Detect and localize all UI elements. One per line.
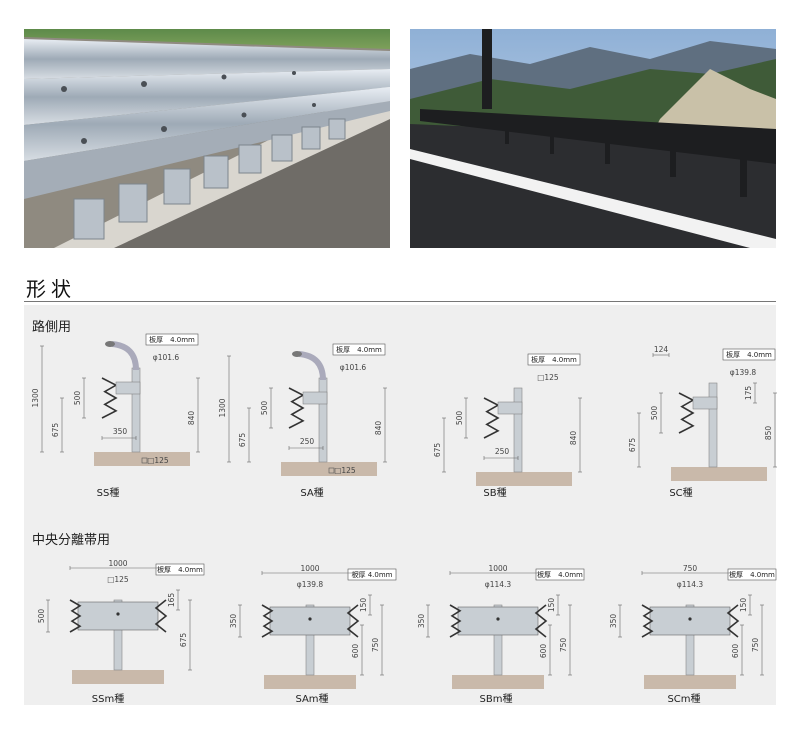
- height-top: 165: [167, 593, 176, 608]
- height-post: 850: [764, 426, 773, 441]
- thickness-tag: 板厚 4.0mm: [352, 570, 393, 579]
- specs-panel: [24, 305, 776, 705]
- diagram-ss: 板厚 4.0mm φ101.6 1300 500 675 840 350 □125: [28, 330, 208, 470]
- post: [305, 604, 315, 676]
- diagram-sc: 板厚 4.0mm φ139.8 500 675 850 175 124: [605, 345, 785, 485]
- group-label-roadside: 路側用: [32, 320, 72, 335]
- photo-guardrail-closeup: [24, 29, 390, 248]
- post-size: φ139.8: [297, 580, 324, 589]
- ground: [476, 472, 572, 486]
- height-post: 750: [371, 638, 380, 653]
- post-size: φ101.6: [153, 353, 180, 362]
- section-title: 形状: [26, 277, 76, 301]
- thickness-tag: 板厚 4.0mm: [531, 355, 577, 364]
- post-size: □125: [107, 575, 129, 584]
- ground: [264, 675, 356, 689]
- post-size: φ139.8: [730, 368, 757, 377]
- diagram-sa: 板厚 4.0mm φ101.6 1300 500 675 840 250 □125: [215, 340, 395, 480]
- diagram-ssm: 板厚 4.0mm 1000 □125 500 165 675: [28, 559, 208, 700]
- height-rail: 500: [455, 411, 464, 426]
- height-rail: 500: [37, 609, 46, 624]
- ground: [72, 670, 164, 684]
- thickness-tag: 板厚 4.0mm: [729, 570, 775, 579]
- post: [708, 382, 718, 468]
- post: [513, 387, 523, 473]
- height-top: 150: [547, 598, 556, 613]
- offset-width: 250: [495, 447, 510, 456]
- diagram-sbm: 板厚 4.0mm 1000 φ114.3 350 150 600 750: [408, 564, 588, 705]
- ground: [644, 675, 736, 689]
- height-mid: 675: [238, 433, 247, 448]
- height-rail: 350: [417, 614, 426, 629]
- height-post: 750: [751, 638, 760, 653]
- height-total: 1300: [218, 398, 227, 417]
- diagram-label-sc: SC種: [669, 488, 693, 499]
- thickness-tag: 板厚 4.0mm: [149, 335, 195, 344]
- photo-guardrail-road: [410, 29, 776, 248]
- diagram-sam: 板厚 4.0mm 1000 φ139.8 350 150 600 750: [220, 564, 400, 705]
- heading-divider: [24, 301, 776, 302]
- thickness-tag: 板厚 4.0mm: [726, 350, 772, 359]
- height-top: 175: [744, 386, 753, 401]
- diagram-label-sb: SB種: [483, 488, 507, 499]
- height-top: 150: [739, 598, 748, 613]
- height-mid: 675: [433, 443, 442, 458]
- group-label-median: 中央分離帯用: [32, 533, 111, 548]
- diagram-label-sbm: SBm種: [479, 694, 513, 705]
- height-rail: 350: [229, 614, 238, 629]
- height-total: 1300: [31, 388, 40, 407]
- height-mid: 600: [731, 644, 740, 659]
- post: [113, 599, 123, 671]
- height-rail: 500: [260, 401, 269, 416]
- height-top: 150: [359, 598, 368, 613]
- diagram-label-scm: SCm種: [667, 694, 701, 705]
- height-post: 675: [179, 633, 188, 648]
- height-post: 840: [374, 421, 383, 436]
- ground: [671, 467, 767, 481]
- post-size: φ114.3: [485, 580, 512, 589]
- height-rail: 500: [73, 391, 82, 406]
- post-size: φ114.3: [677, 580, 704, 589]
- height-post: 750: [559, 638, 568, 653]
- height-rail: 500: [650, 406, 659, 421]
- post-size: □125: [537, 373, 559, 382]
- diagram-label-sam: SAm種: [295, 694, 329, 705]
- height-mid: 675: [628, 438, 637, 453]
- post: [685, 604, 695, 676]
- diagram-label-ssm: SSm種: [91, 694, 125, 705]
- width-dim: 750: [683, 564, 698, 573]
- bottom-tag: □125: [147, 456, 169, 465]
- diagram-label-sa: SA種: [300, 488, 324, 499]
- thickness-tag: 板厚 4.0mm: [336, 345, 382, 354]
- post-size: φ101.6: [340, 363, 367, 372]
- offset-width: 350: [113, 427, 128, 436]
- diagram-sb: 板厚 4.0mm □125 500 675 840 250: [410, 350, 590, 490]
- height-mid: 675: [51, 423, 60, 438]
- thickness-tag: 板厚 4.0mm: [537, 570, 583, 579]
- width-dim: 1000: [488, 564, 507, 573]
- diagram-scm: 板厚 4.0mm 750 φ114.3 350 150 600 750: [600, 564, 780, 705]
- bottom-tag: □125: [334, 466, 356, 475]
- top-offset: 124: [654, 345, 669, 354]
- height-mid: 600: [539, 644, 548, 659]
- ground: [452, 675, 544, 689]
- post: [493, 604, 503, 676]
- height-mid: 600: [351, 644, 360, 659]
- height-post: 840: [187, 411, 196, 426]
- height-post: 840: [569, 431, 578, 446]
- width-dim: 1000: [108, 559, 127, 568]
- offset-width: 250: [300, 437, 315, 446]
- diagram-label-ss: SS種: [96, 488, 120, 499]
- width-dim: 1000: [300, 564, 319, 573]
- height-rail: 350: [609, 614, 618, 629]
- thickness-tag: 板厚 4.0mm: [157, 565, 203, 574]
